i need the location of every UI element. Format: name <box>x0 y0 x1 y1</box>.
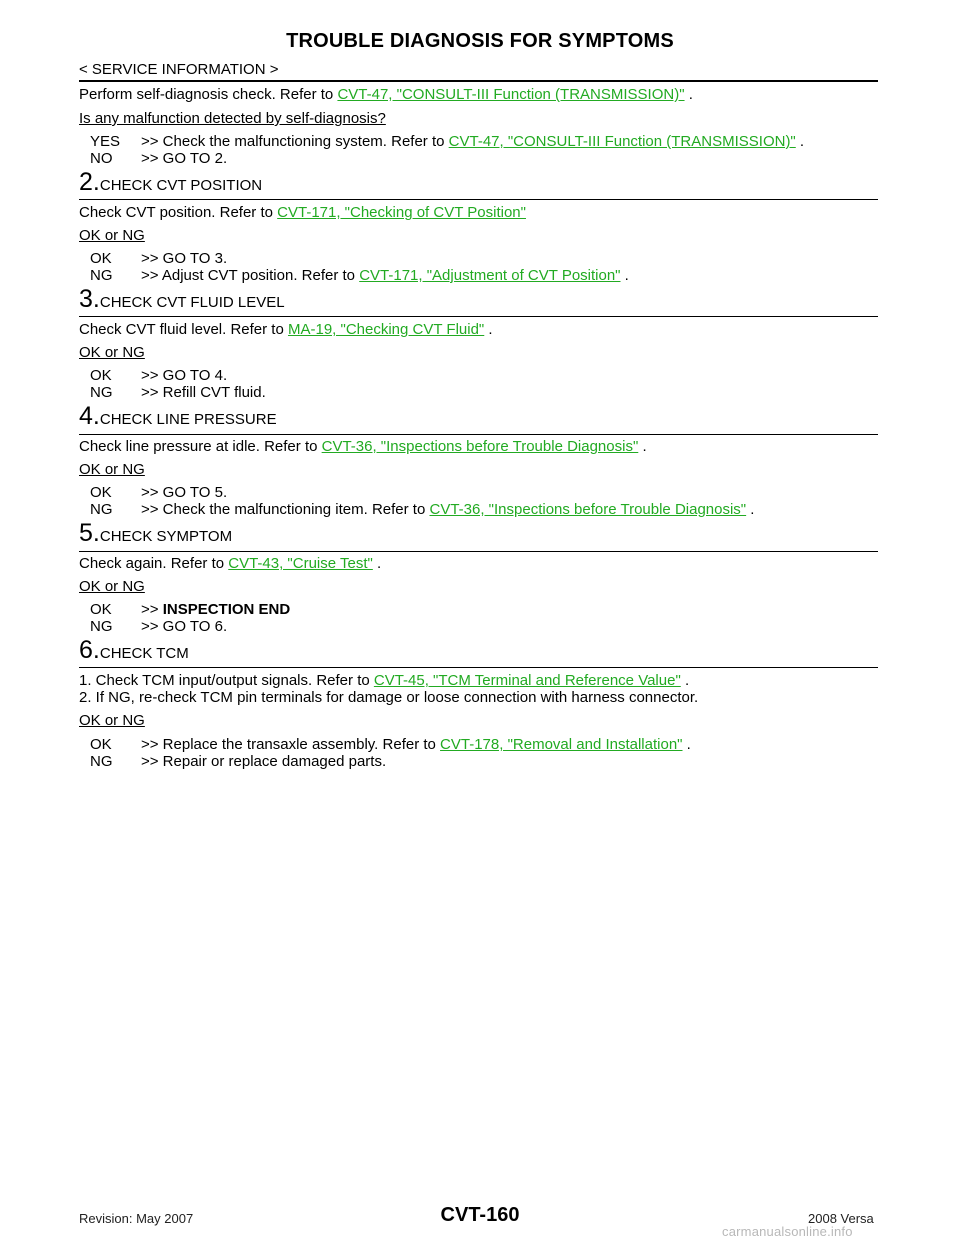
link-cvt-171-adjustment[interactable]: CVT-171, "Adjustment of CVT Position" <box>359 267 621 284</box>
step-4-divider <box>79 434 878 435</box>
link-cvt-178[interactable]: CVT-178, "Removal and Installation" <box>440 736 683 753</box>
step-6-item-1: 1. Check TCM input/output signals. Refer… <box>79 672 690 689</box>
link-cvt-171-checking[interactable]: CVT-171, "Checking of CVT Position" <box>277 204 526 221</box>
step-5-ng-row: NG>> GO TO 6. <box>90 618 228 635</box>
link-cvt-45[interactable]: CVT-45, "TCM Terminal and Reference Valu… <box>373 672 681 689</box>
footer-model: 2008 Versa <box>808 1211 874 1226</box>
step-3-heading: 3.CHECK CVT FLUID LEVEL <box>79 285 285 313</box>
step-3-divider <box>79 316 878 317</box>
step-2-instruction: Check CVT position. Refer to CVT-171, "C… <box>79 204 526 221</box>
watermark: carmanualsonline.info <box>722 1224 853 1239</box>
section-subtitle: < SERVICE INFORMATION > <box>79 61 279 78</box>
link-cvt-47-yes[interactable]: CVT-47, "CONSULT-III Function (TRANSMISS… <box>448 133 796 150</box>
step-3-ng-row: NG>> Refill CVT fluid. <box>90 384 266 401</box>
step-2-heading: 2.CHECK CVT POSITION <box>79 168 263 196</box>
footer-revision: Revision: May 2007 <box>79 1211 194 1226</box>
intro-no-row: NO>> GO TO 2. <box>90 150 228 167</box>
step-3-ok-row: OK>> GO TO 4. <box>90 367 228 384</box>
step-2-ng-row: NG>> Adjust CVT position. Refer to CVT-1… <box>90 267 629 284</box>
step-6-heading: 6.CHECK TCM <box>79 636 189 664</box>
step-5-divider <box>79 551 878 552</box>
step-5-ok-row: OK>> INSPECTION END <box>90 601 291 618</box>
footer-page-number: CVT-160 <box>440 1204 520 1226</box>
link-cvt-36-ng[interactable]: CVT-36, "Inspections before Trouble Diag… <box>429 501 747 518</box>
link-cvt-47[interactable]: CVT-47, "CONSULT-III Function (TRANSMISS… <box>337 86 685 103</box>
step-2-divider <box>79 199 878 200</box>
step-3-instruction: Check CVT fluid level. Refer to MA-19, "… <box>79 321 493 338</box>
intro-yes-row: YES>> Check the malfunctioning system. R… <box>90 133 805 150</box>
step-4-instruction: Check line pressure at idle. Refer to CV… <box>79 438 647 455</box>
step-4-ok-row: OK>> GO TO 5. <box>90 484 228 501</box>
step-3-question: OK or NG <box>79 344 145 361</box>
step-5-instruction: Check again. Refer to CVT-43, "Cruise Te… <box>79 555 382 572</box>
step-5-question: OK or NG <box>79 578 145 595</box>
step-2-question: OK or NG <box>79 227 145 244</box>
page-title: TROUBLE DIAGNOSIS FOR SYMPTOMS <box>286 30 674 52</box>
step-6-ng-row: NG>> Repair or replace damaged parts. <box>90 753 387 770</box>
link-cvt-43[interactable]: CVT-43, "Cruise Test" <box>228 555 373 572</box>
step-4-question: OK or NG <box>79 461 145 478</box>
step-5-heading: 5.CHECK SYMPTOM <box>79 519 233 547</box>
step-4-ng-row: NG>> Check the malfunctioning item. Refe… <box>90 501 755 518</box>
step-6-ok-row: OK>> Replace the transaxle assembly. Ref… <box>90 736 691 753</box>
link-ma-19[interactable]: MA-19, "Checking CVT Fluid" <box>287 321 485 338</box>
step-6-item-2: 2. If NG, re-check TCM pin terminals for… <box>79 689 699 706</box>
intro-question: Is any malfunction detected by self-diag… <box>79 110 386 127</box>
step-6-divider <box>79 667 878 668</box>
step-4-heading: 4.CHECK LINE PRESSURE <box>79 402 277 430</box>
intro-instruction: Perform self-diagnosis check. Refer to C… <box>79 86 693 103</box>
step-2-ok-row: OK>> GO TO 3. <box>90 250 228 267</box>
link-cvt-36[interactable]: CVT-36, "Inspections before Trouble Diag… <box>321 438 639 455</box>
step-6-question: OK or NG <box>79 712 145 729</box>
header-divider <box>79 80 878 82</box>
